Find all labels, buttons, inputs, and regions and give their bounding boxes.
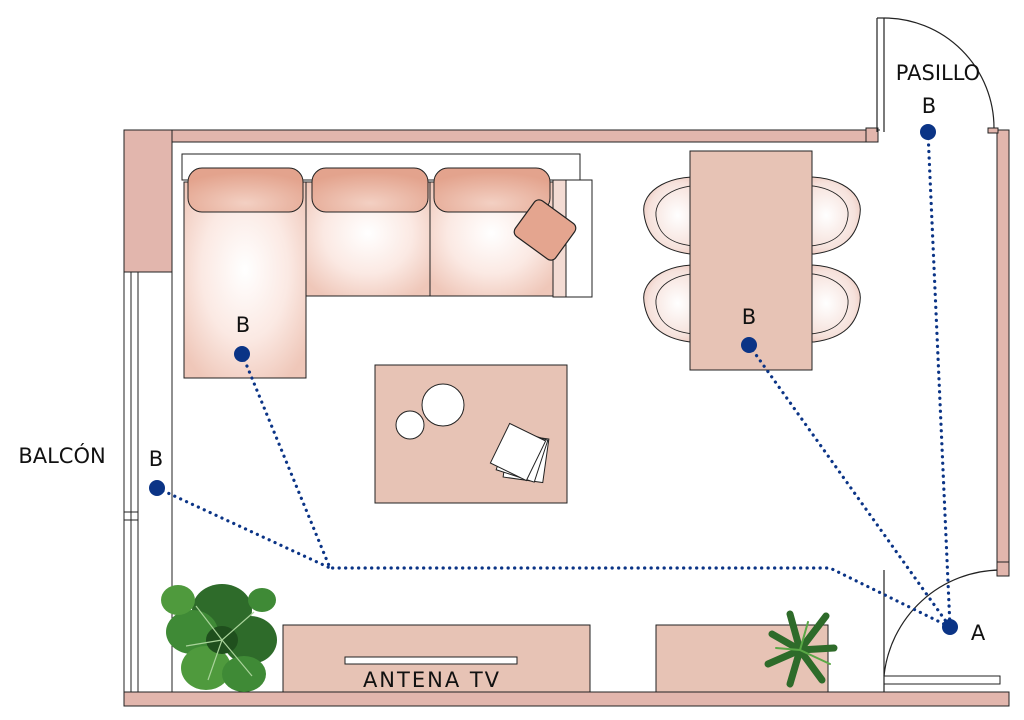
corridor-door-arc	[883, 17, 995, 129]
signal-paths	[155, 130, 952, 629]
corridor-label: PASILLO	[896, 61, 980, 85]
tv-set	[344, 656, 518, 665]
entry-door-arc	[883, 569, 1001, 677]
sofa-back-cushion-2	[311, 167, 429, 213]
palm-plant-icon	[764, 610, 838, 688]
papers-icon	[489, 422, 550, 484]
monstera-plant-icon	[161, 584, 277, 692]
points	[149, 124, 958, 635]
sofa	[181, 153, 593, 379]
point-a-label: A	[971, 621, 986, 645]
wall-left-upper	[123, 129, 173, 273]
point-b-balcony-label: B	[149, 447, 163, 471]
balcony-window	[123, 271, 173, 693]
path-corridor-to-a	[926, 130, 952, 629]
cups-icon	[395, 383, 465, 440]
point-b-dining-label: B	[742, 305, 756, 329]
path-balcony-to-a	[155, 486, 332, 570]
sofa-chaise-cushion	[183, 181, 307, 379]
path-dining-to-a	[747, 343, 952, 629]
balcony-label: BALCÓN	[18, 443, 105, 468]
coffee-table	[374, 364, 568, 504]
sofa-back-cushion-1	[187, 167, 304, 213]
sofa-back-cushion-3	[433, 167, 551, 213]
point-b-corridor-label: B	[922, 94, 936, 118]
dining-set	[643, 150, 861, 371]
point-b-sofa-label: B	[236, 313, 250, 337]
throw-pillow	[513, 199, 577, 261]
point-b-sofa	[234, 346, 250, 362]
path-sofa-to-a	[240, 352, 952, 629]
wall-right	[996, 129, 1010, 563]
point-b-corridor	[920, 124, 936, 140]
wall-top	[123, 129, 867, 143]
point-b-dining	[741, 337, 757, 353]
wall-bottom	[123, 691, 1010, 707]
antenna-tv-label: ANTENA TV	[363, 668, 501, 692]
point-b-balcony	[149, 480, 165, 496]
entry-door-panel	[883, 675, 1001, 685]
dining-table	[689, 150, 813, 371]
point-a-entry	[942, 619, 958, 635]
tv-units: ANTENA TV	[282, 624, 829, 693]
